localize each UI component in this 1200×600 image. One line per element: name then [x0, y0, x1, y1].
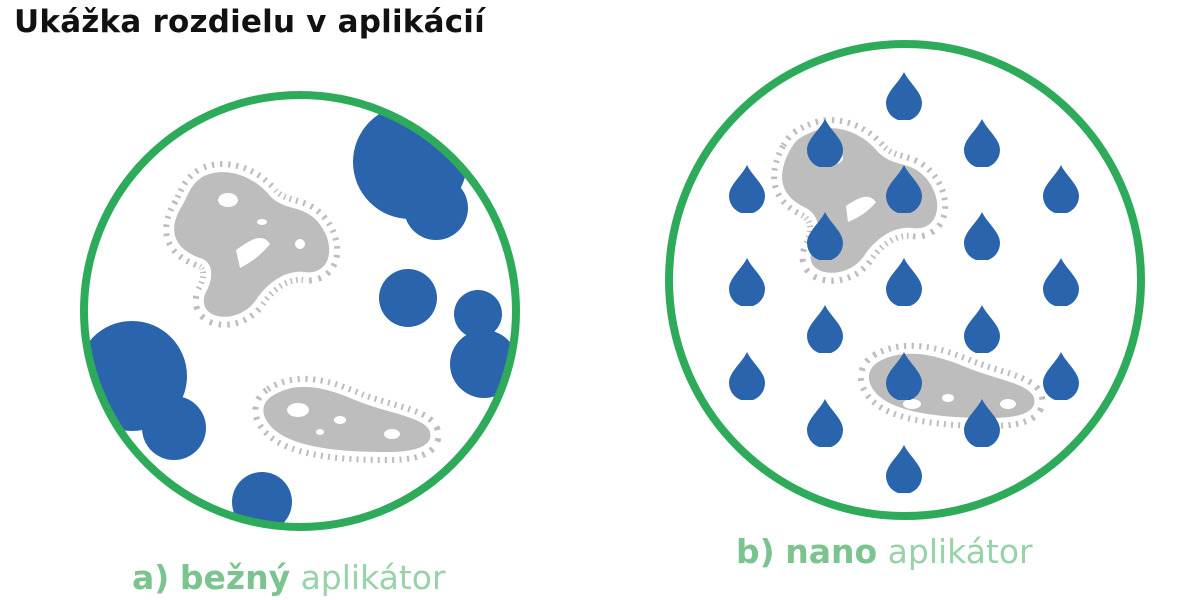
panel-a-common-applicator: [80, 91, 520, 531]
droplet-icon: [964, 119, 1000, 167]
droplet-icon: [807, 305, 843, 353]
droplet-icon: [964, 212, 1000, 260]
droplet-icon: [886, 258, 922, 306]
caption-b-light: aplikátor: [887, 532, 1033, 571]
droplet-icon: [729, 352, 765, 400]
droplet-icon: [886, 445, 922, 493]
caption-a: a) bežný aplikátor: [132, 558, 446, 597]
droplet-icon: [729, 165, 765, 213]
large-droplet: [142, 396, 206, 460]
droplet-icon: [729, 258, 765, 306]
droplet-icon: [1043, 165, 1079, 213]
large-droplet: [454, 290, 502, 338]
panel-a-circle: [80, 91, 520, 531]
caption-b-strong: nano: [785, 532, 878, 571]
panel-b-circle: [665, 40, 1145, 520]
large-droplet: [404, 176, 468, 240]
caption-a-prefix: a): [132, 558, 170, 597]
microbe-icon: [163, 161, 341, 328]
page-title: Ukážka rozdielu v aplikácií: [14, 4, 485, 40]
droplet-icon: [886, 72, 922, 120]
large-droplet: [379, 269, 437, 327]
droplet-icon: [1043, 258, 1079, 306]
droplet-icon: [807, 399, 843, 447]
caption-a-light: aplikátor: [300, 558, 446, 597]
microbe-icon: [252, 375, 442, 463]
caption-a-strong: bežný: [179, 558, 291, 597]
caption-b: b) nano aplikátor: [736, 532, 1033, 571]
panel-b-nano-applicator: [665, 40, 1145, 520]
caption-b-prefix: b): [736, 532, 775, 571]
droplet-icon: [1043, 352, 1079, 400]
droplet-icon: [964, 305, 1000, 353]
